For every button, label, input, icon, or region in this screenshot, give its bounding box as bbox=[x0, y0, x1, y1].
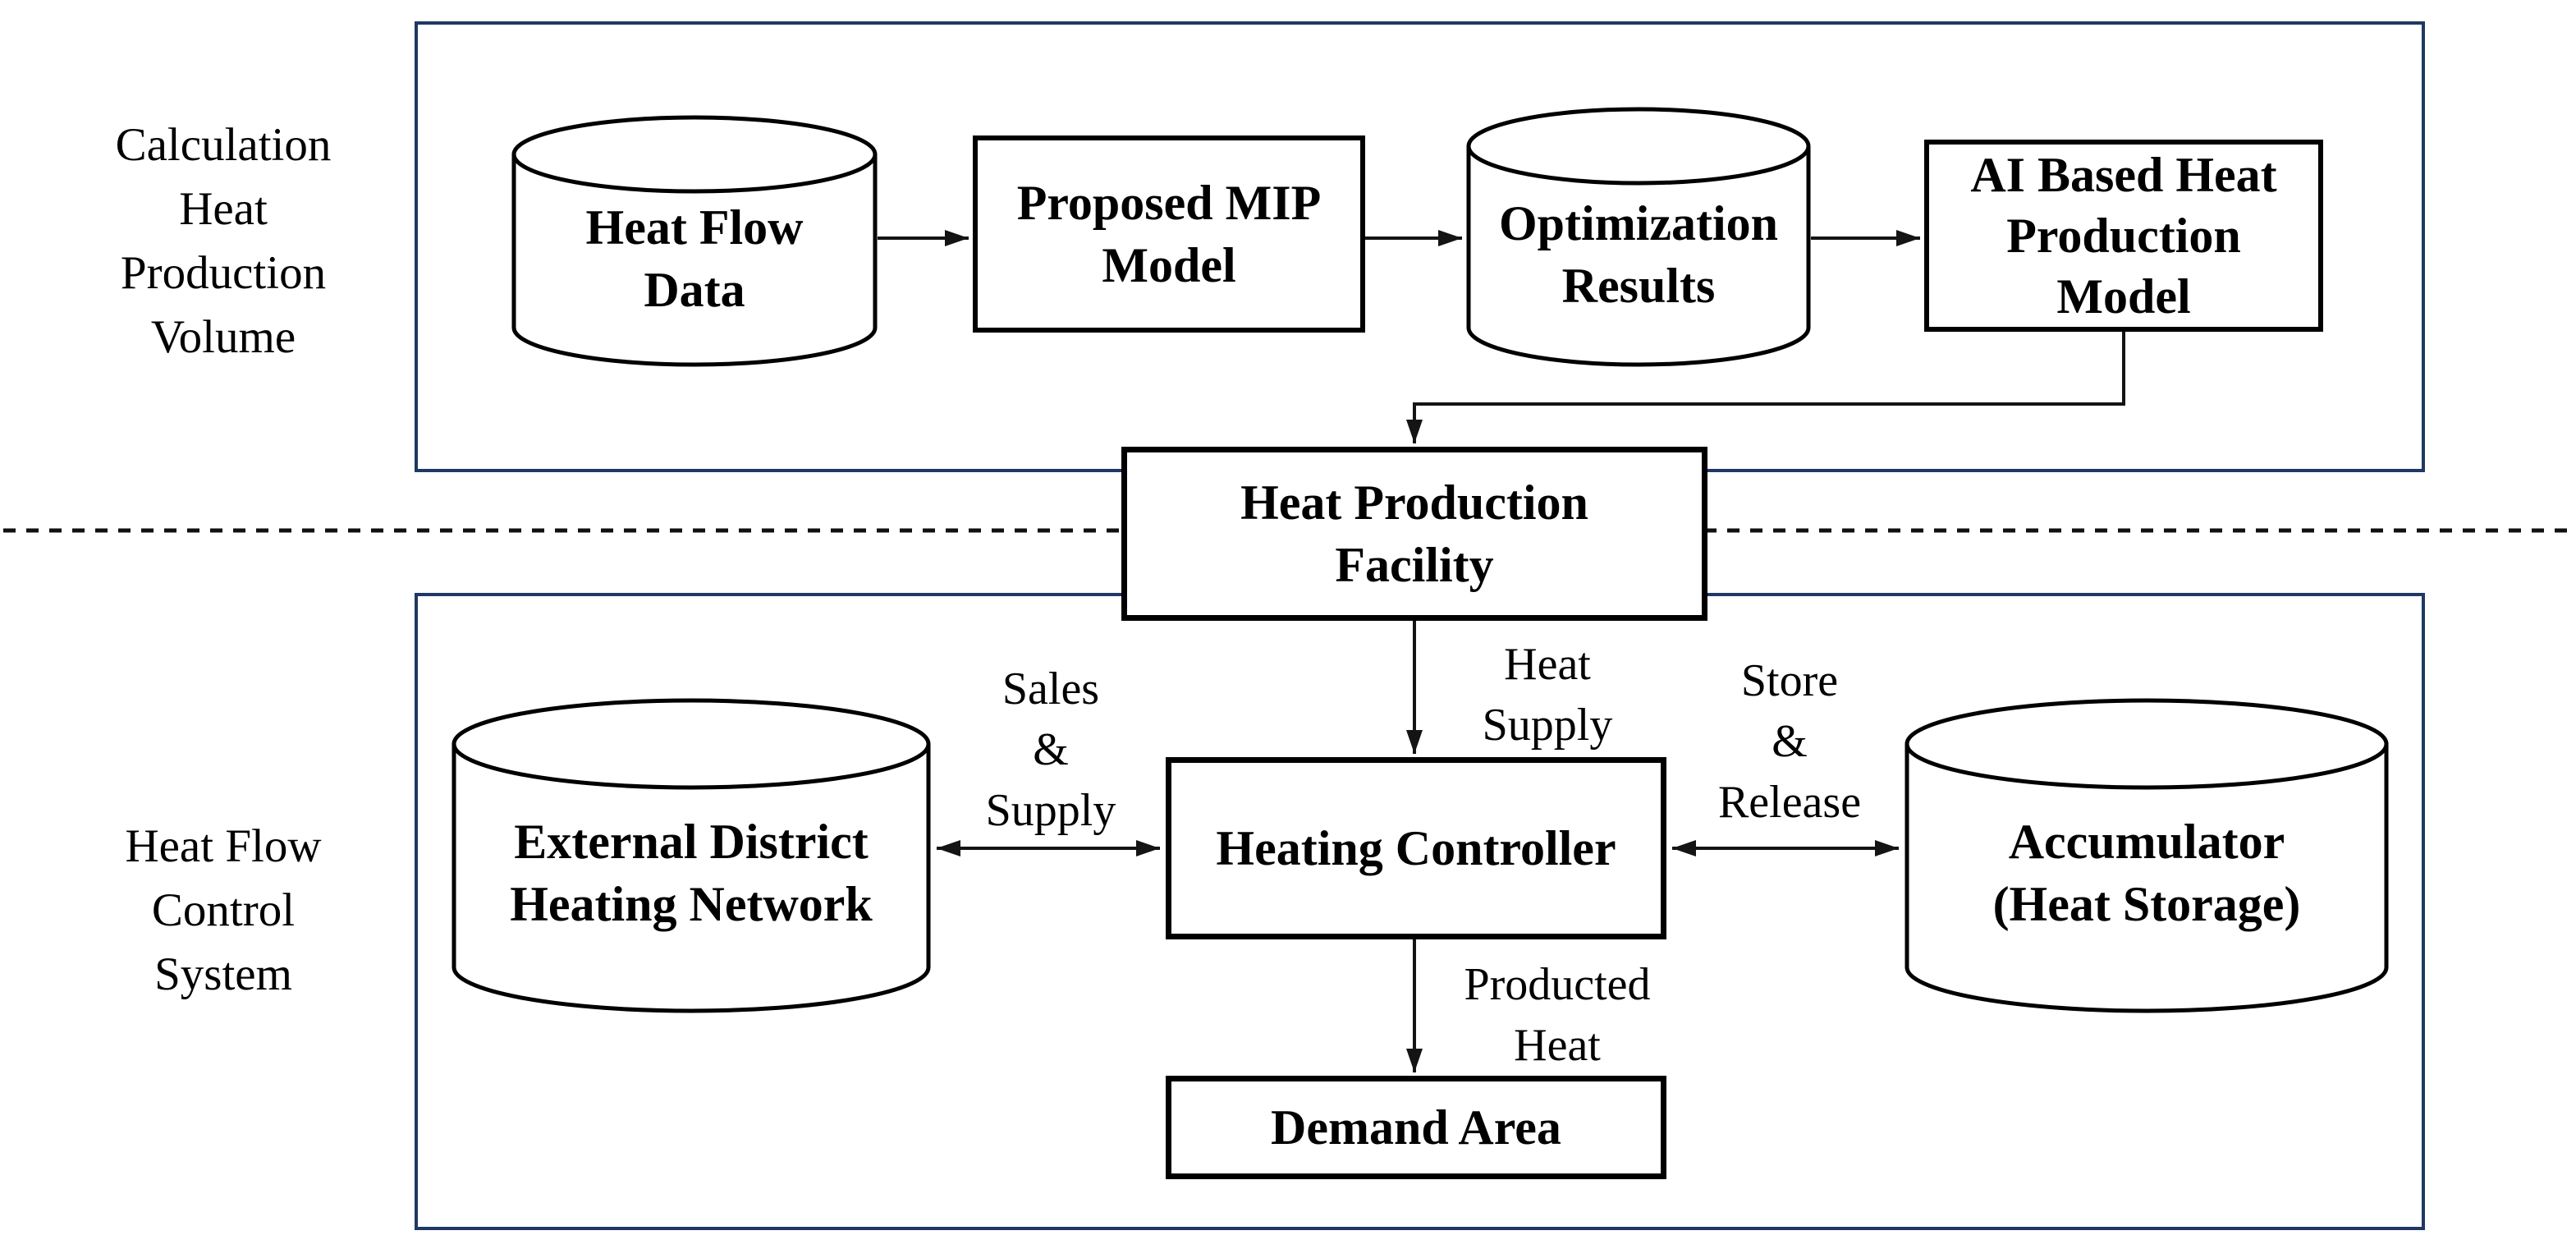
node-heating-controller: Heating Controller bbox=[1166, 757, 1666, 939]
edge-label-sales-and-supply: Sales & Supply bbox=[985, 664, 1116, 836]
edge-label-producted-heat: Producted Heat bbox=[1464, 959, 1651, 1071]
edge-label-store-and-release: Store & Release bbox=[1717, 655, 1862, 828]
section-label-heat-flow-control-system: Heat Flow Control System bbox=[125, 820, 322, 1000]
node-heating-controller-label: Heating Controller bbox=[1216, 821, 1616, 875]
node-ai-based-heat-production-model-label: AI Based Heat Production Model bbox=[1970, 148, 2277, 324]
cylinder-shape bbox=[511, 115, 878, 367]
edge-label-heat-supply: Heat Supply bbox=[1482, 639, 1613, 751]
section-label-calculation-heat-production-volume: Calculation Heat Production Volume bbox=[115, 119, 332, 363]
node-optimization-results: Optimization Results bbox=[1466, 107, 1811, 367]
cylinder-shape bbox=[1466, 107, 1811, 367]
node-heat-production-facility-label: Heat Production Facility bbox=[1240, 475, 1588, 592]
arrow-ai-model-to-heat-production-facility bbox=[1406, 332, 2125, 443]
node-external-district-heating-network: External District Heating Network bbox=[451, 698, 931, 1013]
node-external-district-heating-network-label: External District Heating Network bbox=[510, 815, 873, 931]
node-demand-area-label: Demand Area bbox=[1271, 1100, 1561, 1155]
node-proposed-mip-model-label: Proposed MIP Model bbox=[1016, 176, 1322, 292]
node-accumulator-heat-storage: Accumulator (Heat Storage) bbox=[1904, 698, 2389, 1013]
cylinder-shape bbox=[1904, 698, 2389, 1013]
node-accumulator-heat-storage-label: Accumulator (Heat Storage) bbox=[1992, 815, 2301, 931]
node-heat-flow-data-label: Heat Flow Data bbox=[585, 200, 804, 317]
cylinder-shape bbox=[451, 698, 931, 1013]
node-heat-flow-data: Heat Flow Data bbox=[511, 115, 878, 367]
node-demand-area: Demand Area bbox=[1166, 1076, 1666, 1179]
node-heat-production-facility: Heat Production Facility bbox=[1121, 447, 1707, 621]
node-ai-based-heat-production-model: AI Based Heat Production Model bbox=[1924, 140, 2323, 332]
node-optimization-results-label: Optimization Results bbox=[1499, 195, 1778, 313]
node-proposed-mip-model: Proposed MIP Model bbox=[973, 135, 1365, 333]
